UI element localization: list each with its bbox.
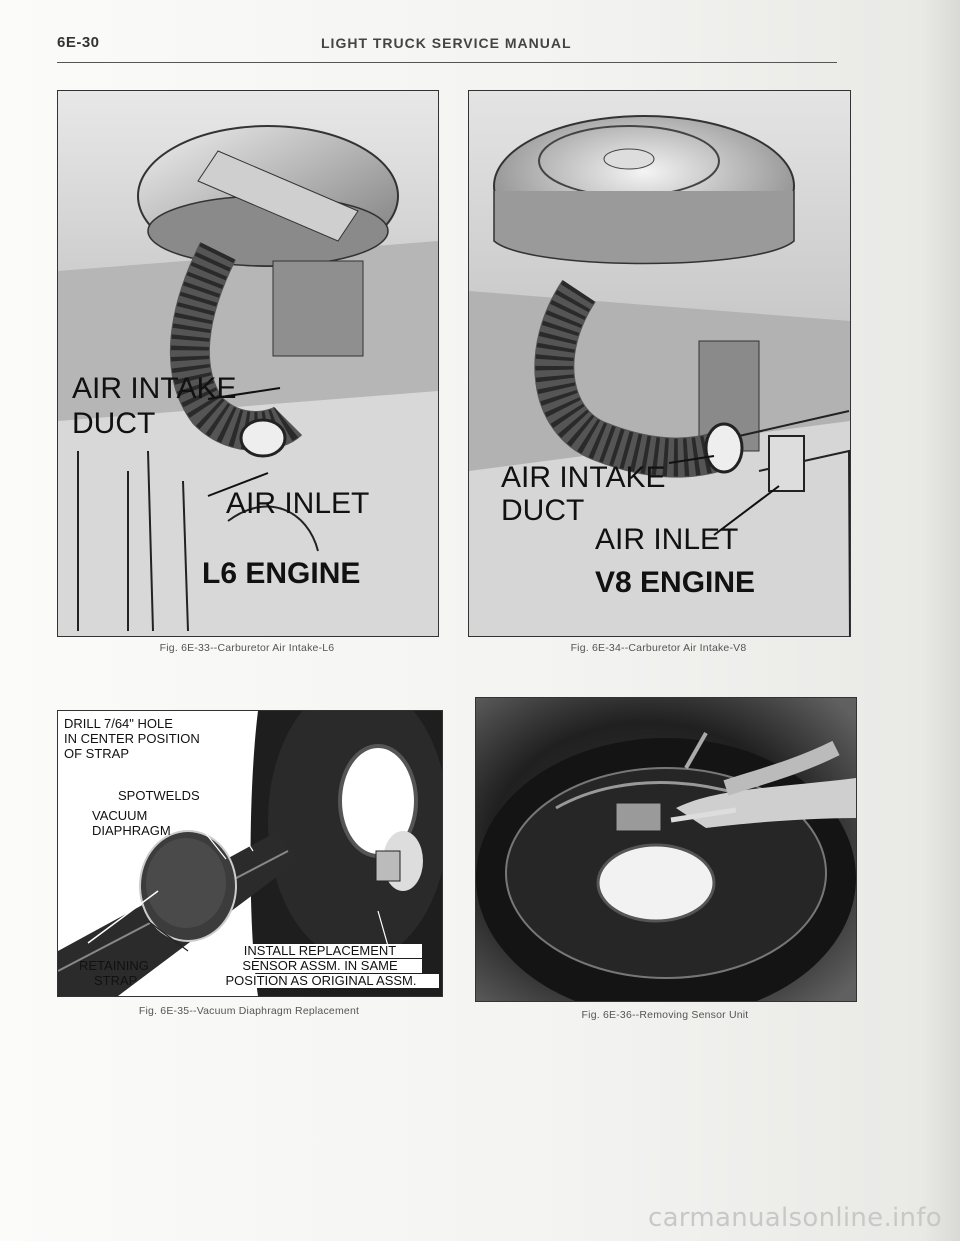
label-engine: L6 ENGINE <box>202 557 361 590</box>
label-drill-hole-line2: IN CENTER POSITION <box>62 731 202 746</box>
label-air-inlet: AIR INLET <box>226 487 370 520</box>
figure-caption: Fig. 6E-33--Carburetor Air Intake-L6 <box>159 642 335 654</box>
label-engine: V8 ENGINE <box>595 566 756 599</box>
watermark: carmanualsonline.info <box>647 1203 942 1233</box>
l6-engine-illustration <box>58 91 438 636</box>
label-diaphragm: DIAPHRAGM <box>92 823 171 838</box>
label-duct: DUCT <box>72 407 156 440</box>
figure-v8-air-intake: AIR INTAKE DUCT AIR INLET V8 ENGINE <box>468 90 851 637</box>
label-spotwelds: SPOTWELDS <box>118 788 200 803</box>
figure-caption: Fig. 6E-34--Carburetor Air Intake-V8 <box>570 642 747 654</box>
label-install-line2: SENSOR ASSM. IN SAME <box>218 959 422 973</box>
figure-vacuum-diaphragm: DRILL 7/64" HOLE IN CENTER POSITION OF S… <box>57 710 443 997</box>
header-rule <box>57 62 837 63</box>
label-install-line1: INSTALL REPLACEMENT <box>218 944 422 958</box>
figure-caption: Fig. 6E-35--Vacuum Diaphragm Replacement <box>138 1005 360 1017</box>
label-drill-hole-line1: DRILL 7/64" HOLE <box>62 716 175 731</box>
page-header: 6E-30 LIGHT TRUCK SERVICE MANUAL <box>57 34 837 54</box>
label-duct: DUCT <box>501 494 585 527</box>
removing-sensor-photo <box>476 698 856 1001</box>
label-install-line3: POSITION AS ORIGINAL ASSM. <box>203 974 439 988</box>
label-strap: STRAP <box>94 973 138 988</box>
figure-removing-sensor <box>475 697 857 1002</box>
label-vacuum: VACUUM <box>92 808 148 823</box>
page-number: 6E-30 <box>57 34 100 51</box>
label-air-intake: AIR INTAKE <box>501 461 666 494</box>
label-air-inlet: AIR INLET <box>595 523 739 556</box>
label-air-intake: AIR INTAKE <box>72 372 237 405</box>
label-drill-hole-line3: OF STRAP <box>62 746 132 761</box>
v8-engine-illustration <box>469 91 850 636</box>
figure-l6-air-intake: AIR INTAKE DUCT AIR INLET L6 ENGINE <box>57 90 439 637</box>
label-retaining: RETAINING <box>79 958 149 973</box>
running-title: LIGHT TRUCK SERVICE MANUAL <box>321 35 572 51</box>
figure-caption: Fig. 6E-36--Removing Sensor Unit <box>581 1009 749 1021</box>
